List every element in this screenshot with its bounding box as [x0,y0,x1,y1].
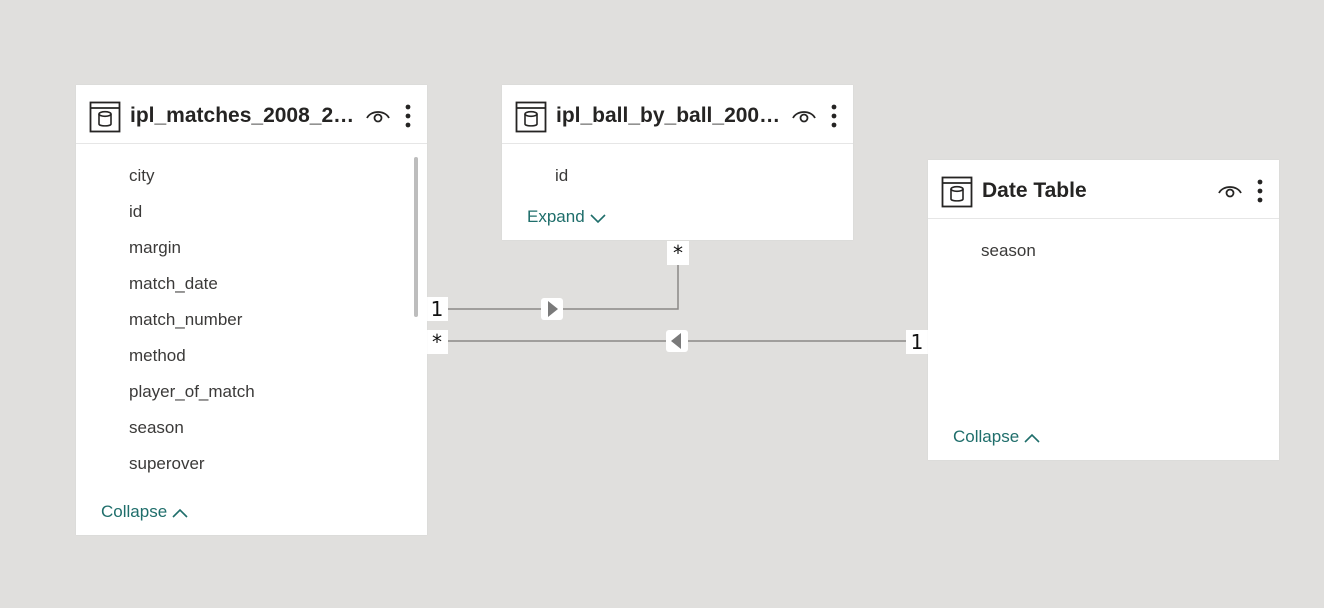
table-icon [515,101,547,133]
eye-icon[interactable] [365,105,391,127]
field-item[interactable]: city [129,166,155,185]
eye-icon[interactable] [1217,180,1243,202]
field-item[interactable]: superover [129,454,205,473]
more-options-icon[interactable] [1254,178,1266,204]
expand-label: Expand [527,207,585,226]
chevron-up-icon [1024,433,1040,443]
filter-direction-icon[interactable] [666,330,688,352]
table-card-header: ipl_ball_by_ball_2008_... [502,85,853,144]
collapse-label: Collapse [101,502,168,521]
cardinality-many-matches: * [426,330,448,354]
chevron-down-icon [590,213,606,223]
field-item[interactable]: id [555,166,569,185]
field-item[interactable]: id [129,202,143,221]
table-title: Date Table [982,179,1087,202]
table-card-datetable[interactable]: Date Table season Collapse [928,160,1279,460]
cardinality-many-ballbyball: * [667,241,689,265]
collapse-label: Collapse [953,427,1020,446]
more-options-icon[interactable] [402,103,414,129]
field-item[interactable]: method [129,346,186,365]
field-item[interactable]: match_date [129,274,218,293]
table-title: ipl_ball_by_ball_2008_... [556,104,782,127]
relationship-line-matches-ballbyball [448,264,679,310]
field-item[interactable]: season [981,241,1036,260]
collapse-button[interactable]: Collapse [101,501,189,523]
field-item[interactable]: season [129,418,184,437]
table-card-ballbyball[interactable]: ipl_ball_by_ball_2008_... id Expand [502,85,853,240]
cardinality-one-datetable: 1 [906,330,928,354]
eye-icon[interactable] [791,105,817,127]
table-icon [941,176,973,208]
scrollbar[interactable] [414,157,418,317]
table-card-matches[interactable]: ipl_matches_2008_2022 city id margin mat… [76,85,427,535]
table-icon [89,101,121,133]
collapse-button[interactable]: Collapse [953,426,1041,448]
field-item[interactable]: player_of_match [129,382,255,401]
cardinality-one-matches: 1 [426,297,448,321]
expand-button[interactable]: Expand [527,206,607,228]
chevron-up-icon [172,508,188,518]
field-item[interactable]: match_number [129,310,243,329]
table-card-header: Date Table [928,160,1279,219]
table-title: ipl_matches_2008_2022 [130,104,358,127]
table-card-header: ipl_matches_2008_2022 [76,85,427,144]
filter-direction-icon[interactable] [541,298,563,320]
more-options-icon[interactable] [828,103,840,129]
field-item[interactable]: margin [129,238,181,257]
